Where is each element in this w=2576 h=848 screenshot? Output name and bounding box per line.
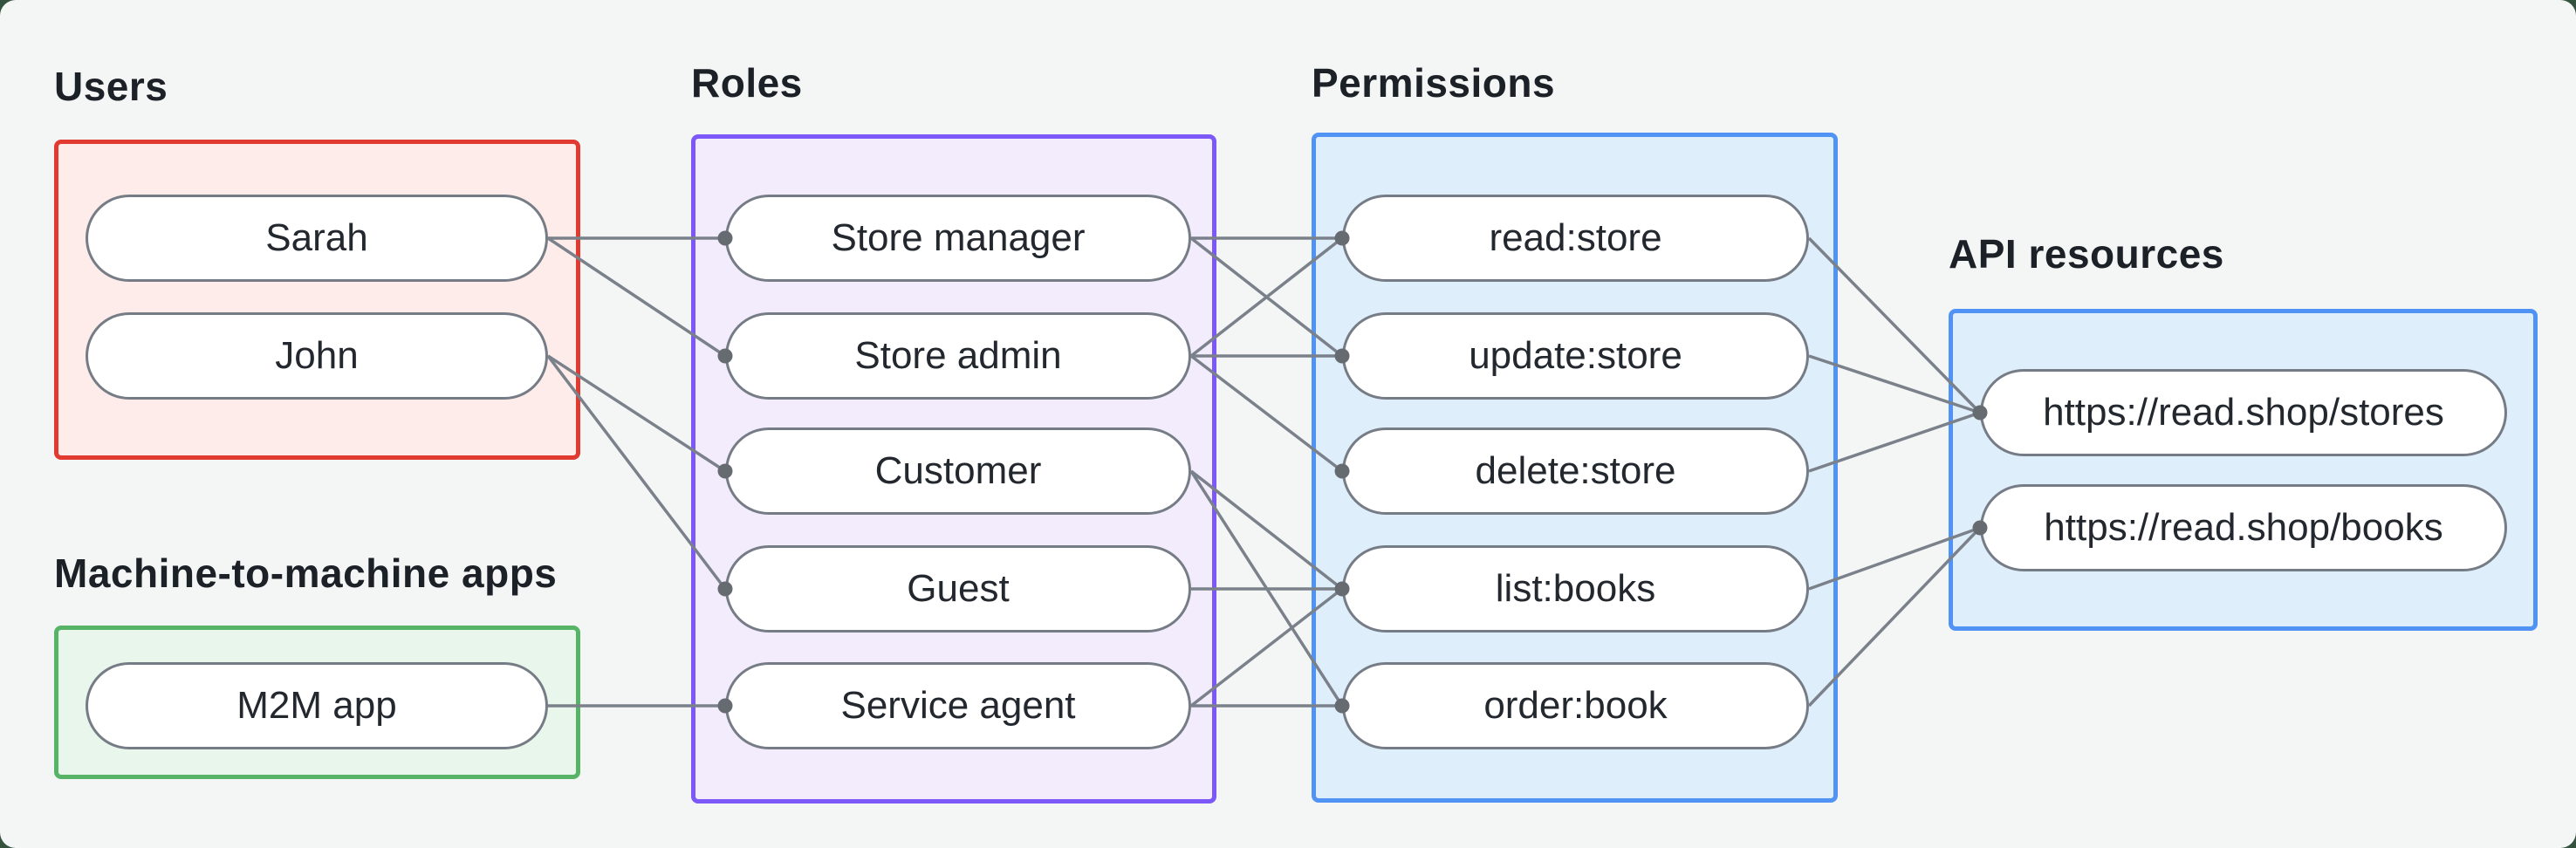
node-customer: Customer xyxy=(725,427,1191,515)
node-order-book: order:book xyxy=(1342,662,1809,749)
node-stores-api: https://read.shop/stores xyxy=(1980,369,2507,456)
roles-group-label: Roles xyxy=(691,60,803,106)
users-group-box xyxy=(54,140,580,460)
node-guest: Guest xyxy=(725,545,1191,633)
api-resources-group-label: API resources xyxy=(1949,231,2224,277)
node-service-agent: Service agent xyxy=(725,662,1191,749)
api-group-box xyxy=(1949,309,2538,631)
node-store-manager: Store manager xyxy=(725,195,1191,282)
node-read-store: read:store xyxy=(1342,195,1809,282)
users-group-label: Users xyxy=(54,64,168,109)
node-john: John xyxy=(86,312,548,400)
node-sarah: Sarah xyxy=(86,195,548,282)
node-m2m-app: M2M app xyxy=(86,662,548,749)
node-store-admin: Store admin xyxy=(725,312,1191,400)
node-update-store: update:store xyxy=(1342,312,1809,400)
node-delete-store: delete:store xyxy=(1342,427,1809,515)
m2m-apps-group-label: Machine-to-machine apps xyxy=(54,551,558,596)
node-list-books: list:books xyxy=(1342,545,1809,633)
permissions-group-label: Permissions xyxy=(1312,60,1556,106)
node-books-api: https://read.shop/books xyxy=(1980,484,2507,571)
